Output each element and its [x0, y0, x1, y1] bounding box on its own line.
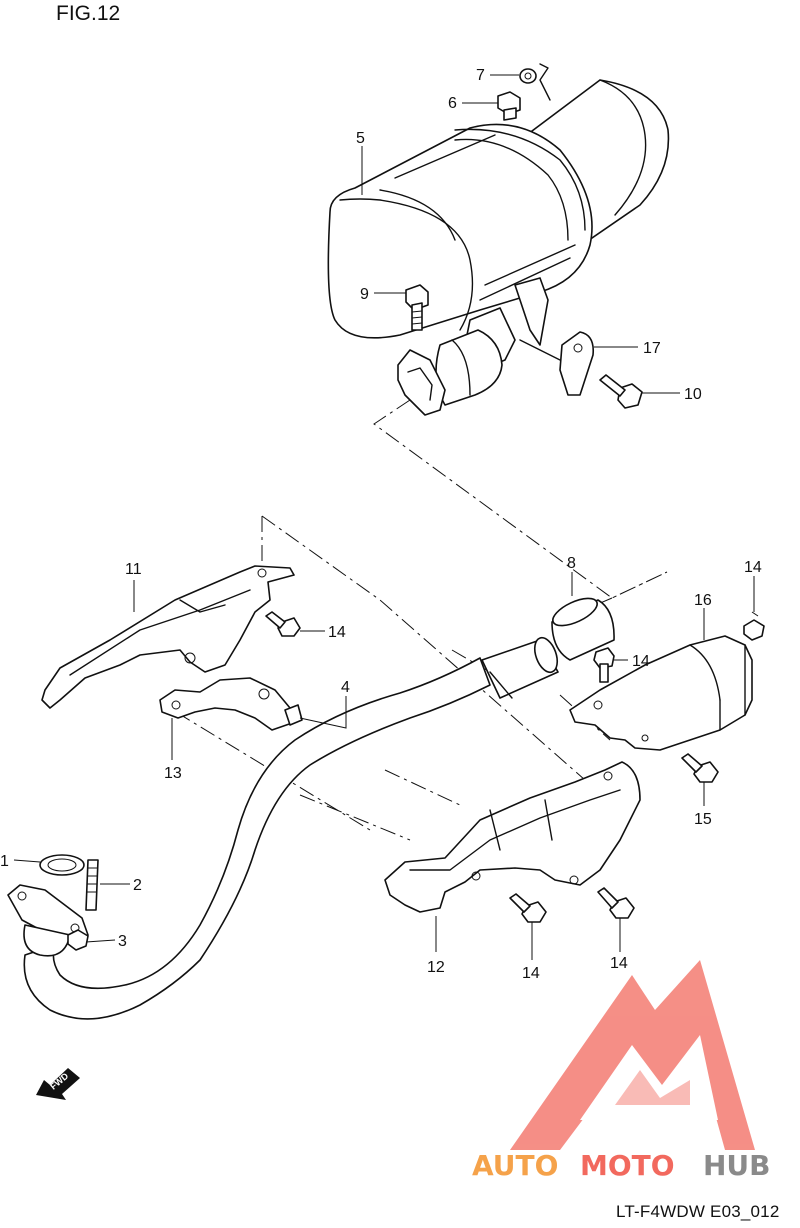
heat-shield-16 [569, 635, 753, 751]
connector-8 [551, 597, 615, 661]
stud-2 [85, 859, 99, 911]
callout-16: 16 [694, 592, 712, 609]
watermark-logo-icon [510, 960, 755, 1150]
bolt-14-e [597, 887, 635, 919]
heat-shield-12 [384, 761, 641, 913]
bracket-13 [159, 677, 303, 731]
callout-9: 9 [360, 286, 369, 303]
callout-17: 17 [643, 340, 661, 357]
bolt-14-b [593, 647, 615, 683]
callout-6: 6 [448, 95, 457, 112]
callout-13: 13 [164, 765, 182, 782]
bolt-14-d [509, 893, 547, 923]
callout-14-e: 14 [610, 955, 628, 972]
callout-14-a: 14 [328, 624, 346, 641]
muffler-inlet-clamp [397, 307, 516, 416]
callout-7: 7 [476, 67, 485, 84]
callout-14-b: 14 [632, 653, 650, 670]
callout-15: 15 [694, 811, 712, 828]
callout-11: 11 [125, 561, 142, 578]
exhaust-pipe [23, 636, 559, 1020]
callout-1: 1 [0, 853, 9, 870]
callout-3: 3 [118, 933, 127, 950]
callout-2: 2 [133, 877, 142, 894]
exhaust-flange [7, 884, 89, 957]
figure-title: FIG.12 [56, 2, 121, 25]
heat-shield-11 [41, 565, 295, 709]
bolt-9 [405, 284, 429, 331]
drawing-code: LT-F4WDW E03_012 [616, 1202, 780, 1221]
muffler [327, 79, 670, 346]
callout-10: 10 [684, 386, 702, 403]
bolt-15 [681, 753, 719, 783]
gasket-1 [39, 854, 85, 876]
leader-lines [13, 74, 755, 960]
callout-14-d: 14 [522, 965, 540, 982]
fwd-arrow-icon: FWD [36, 1068, 80, 1100]
washer-7 [519, 63, 551, 101]
bolt-14-c [743, 611, 765, 641]
bolt-14-a [265, 611, 301, 637]
callout-5: 5 [356, 130, 365, 147]
watermark-text-auto: AUTO [472, 1149, 558, 1182]
watermark-text-hub: HUB [703, 1149, 771, 1182]
callouts: 1 2 3 4 5 6 7 8 9 10 11 12 13 14 14 14 1… [0, 67, 762, 982]
callout-8: 8 [567, 555, 576, 572]
callout-12: 12 [427, 959, 445, 976]
watermark-text-moto: MOTO [580, 1149, 675, 1182]
bracket-17 [519, 331, 595, 396]
callout-14-c: 14 [744, 559, 762, 576]
callout-4: 4 [341, 679, 350, 696]
nut-3 [67, 929, 89, 951]
bolt-10 [599, 374, 643, 409]
nut-6 [497, 91, 521, 121]
